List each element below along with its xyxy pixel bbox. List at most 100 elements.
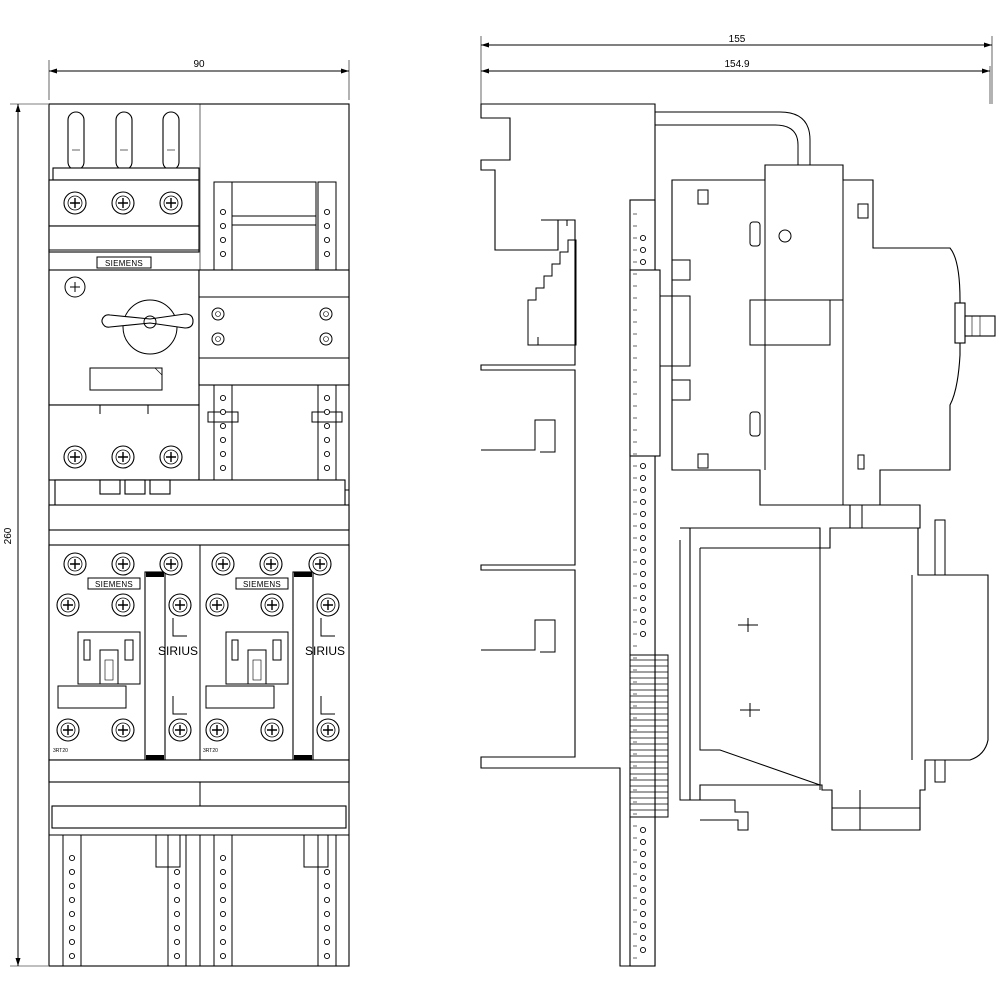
rail-hole-icon: [639, 934, 647, 942]
rail-hole-icon: [639, 522, 647, 530]
contactor-left-brand-label: SIEMENS: [95, 580, 133, 589]
side-cooling-fins: [629, 654, 669, 818]
rail-hole-icon: [323, 882, 331, 890]
rail-hole-icon: [68, 896, 76, 904]
screw-terminal-icon: [259, 552, 283, 576]
rail-hole-icon: [639, 462, 647, 470]
rail-hole-icon: [639, 534, 647, 542]
rail-hole-icon: [639, 874, 647, 882]
rail-hole-icon: [639, 922, 647, 930]
side-hook-lower: [481, 619, 556, 653]
dimension-label-90: 90: [193, 59, 205, 70]
rail-hole-icon: [219, 236, 227, 244]
breaker-brand-label: SIEMENS: [105, 259, 143, 268]
rail-hole-icon: [68, 952, 76, 960]
rail-hole-icon: [639, 618, 647, 626]
rail-hole-icon: [219, 464, 227, 472]
front-screw-terminals: [56, 191, 340, 742]
rail-hole-icon: [323, 910, 331, 918]
screw-terminal-icon: [111, 191, 135, 215]
rail-hole-icon: [639, 570, 647, 578]
rail-hole-icon: [639, 826, 647, 834]
rail-hole-icon: [219, 450, 227, 458]
side-mounting-profile: [480, 103, 656, 967]
rail-hole-icon: [323, 924, 331, 932]
rail-hole-icon: [639, 606, 647, 614]
screw-terminal-icon: [316, 593, 340, 617]
rail-hole-icon: [323, 868, 331, 876]
rail-hole-icon: [323, 450, 331, 458]
screw-terminal-icon: [205, 593, 229, 617]
side-breaker-body: [671, 164, 961, 506]
rail-hole-icon: [323, 952, 331, 960]
dimension-label-155: 155: [729, 34, 746, 45]
screw-terminal-icon: [111, 552, 135, 576]
rail-hole-icon: [68, 910, 76, 918]
contactor-right-series-label: SIRIUS: [305, 644, 345, 658]
contactor-right-brand-label: SIEMENS: [243, 580, 281, 589]
rail-hole-icon: [639, 258, 647, 266]
screw-terminal-icon: [111, 593, 135, 617]
circuit-breaker: SIEMENS: [48, 111, 200, 481]
rail-hole-icon: [323, 436, 331, 444]
side-clamp-teeth: [527, 239, 577, 346]
rail-hole-icon: [323, 896, 331, 904]
screw-terminal-icon: [159, 552, 183, 576]
rail-hole-icon: [639, 630, 647, 638]
screw-terminal-icon: [159, 445, 183, 469]
rail-hole-icon: [639, 594, 647, 602]
screw-terminal-icon: [63, 191, 87, 215]
screw-terminal-icon: [168, 718, 192, 742]
screw-terminal-icon: [205, 718, 229, 742]
rail-hole-icon: [219, 910, 227, 918]
rail-hole-icon: [219, 436, 227, 444]
rail-hole-icon: [639, 850, 647, 858]
contactor-right-model-label: 3RT20: [203, 748, 218, 754]
screw-terminal-icon: [159, 191, 183, 215]
rail-hole-icon: [639, 474, 647, 482]
side-hook-upper: [481, 419, 556, 453]
front-view: SIEMENS: [48, 103, 350, 967]
screw-terminal-icon: [308, 552, 332, 576]
rail-hole-icon: [173, 868, 181, 876]
rail-hole-icon: [219, 952, 227, 960]
rail-hole-icon: [173, 882, 181, 890]
rail-hole-icon: [323, 208, 331, 216]
rail-hole-icon: [219, 882, 227, 890]
rail-hole-icon: [68, 868, 76, 876]
rail-hole-icon: [639, 838, 647, 846]
rail-hole-icon: [68, 938, 76, 946]
dimension-side-inner: 154.9: [481, 59, 991, 104]
rail-hole-icon: [639, 910, 647, 918]
rail-hole-icon: [173, 924, 181, 932]
rail-hole-icon: [219, 854, 227, 862]
rail-hole-icon: [173, 938, 181, 946]
rail-hole-icon: [639, 558, 647, 566]
rail-hole-icon: [639, 246, 647, 254]
rail-hole-icon: [639, 546, 647, 554]
rail-hole-icon: [219, 924, 227, 932]
rail-hole-icon: [639, 486, 647, 494]
rail-hole-icon: [173, 896, 181, 904]
rail-hole-icon: [639, 234, 647, 242]
rail-hole-icon: [639, 582, 647, 590]
rail-hole-icon: [323, 250, 331, 258]
rail-hole-icon: [219, 868, 227, 876]
rail-hole-icon: [323, 222, 331, 230]
rail-hole-icon: [219, 222, 227, 230]
rail-hole-icon: [323, 938, 331, 946]
rail-hole-icon: [68, 854, 76, 862]
dimension-side-total: 155: [480, 34, 993, 104]
screw-terminal-icon: [56, 718, 80, 742]
rail-hole-icon: [173, 952, 181, 960]
rail-hole-icon: [639, 862, 647, 870]
rail-hole-icon: [639, 946, 647, 954]
dimension-front-width: 90: [48, 59, 350, 100]
rail-hole-icon: [323, 464, 331, 472]
screw-terminal-icon: [63, 552, 87, 576]
screw-terminal-icon: [56, 593, 80, 617]
rail-hole-icon: [219, 896, 227, 904]
rail-hole-icon: [639, 510, 647, 518]
rail-hole-icon: [323, 422, 331, 430]
